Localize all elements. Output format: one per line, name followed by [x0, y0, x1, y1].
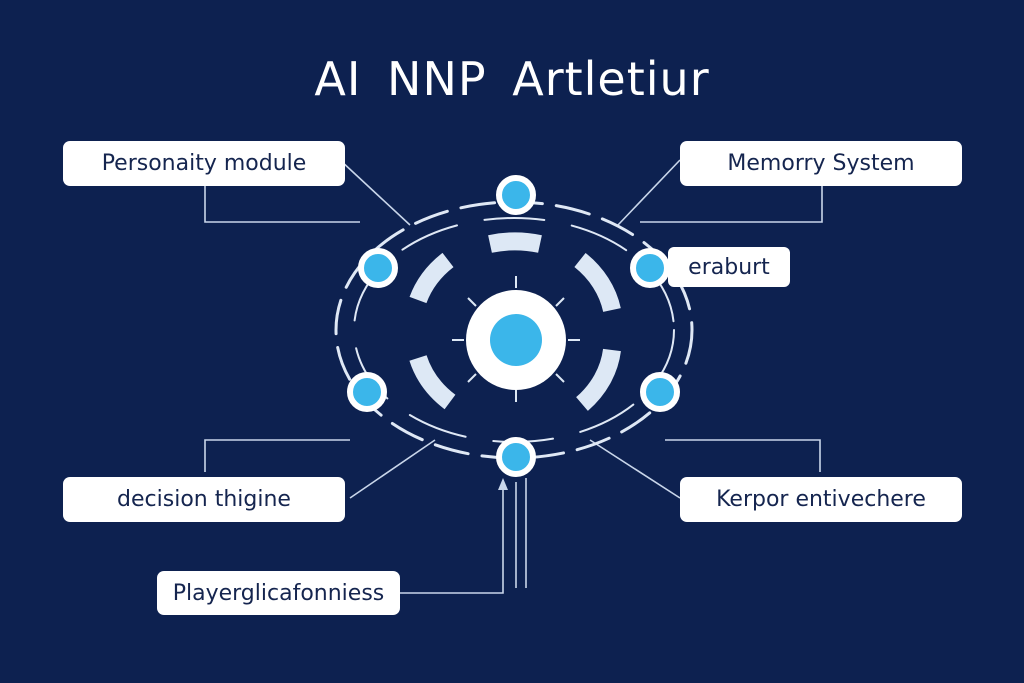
label-player: Playerglicafonniess: [157, 571, 400, 615]
node-top: [496, 175, 536, 215]
node-right-upper: [630, 248, 670, 288]
connector-personality: [204, 185, 360, 223]
radial-ticks: [452, 276, 580, 402]
label-personality-module: Personaity module: [63, 141, 345, 186]
nodes: [347, 175, 680, 477]
label-decision-engine: decision thigine: [63, 477, 345, 522]
diagram-title: AI NNP Artletiur: [314, 52, 710, 106]
tick-tl: [467, 297, 477, 307]
ring-segment-top: [488, 232, 542, 253]
connector-kerpor-diag: [589, 439, 681, 499]
arrow-head: [498, 478, 508, 490]
ring-segment-left-top: [409, 252, 454, 304]
node-left-upper: [358, 248, 398, 288]
center-hub-core: [490, 314, 542, 366]
connector-memory-diag: [617, 159, 681, 226]
ring-segment-left-bottom: [409, 354, 456, 410]
connector-decision-diag: [349, 439, 436, 499]
connector-decision: [204, 439, 350, 472]
connector-player: [400, 482, 504, 594]
label-memory-system: Memorry System: [680, 141, 962, 186]
label-kerpor: Kerpor entivechere: [680, 477, 962, 522]
node-left-lower: [347, 372, 387, 412]
tick-br: [555, 373, 565, 383]
ring-segment-right-bottom: [575, 348, 621, 411]
ring-segments: [409, 232, 621, 411]
connector-personality-diag: [339, 159, 411, 226]
tick-tr: [555, 297, 565, 307]
ring-segment-right-top: [574, 252, 621, 313]
connector-lines: [204, 159, 823, 594]
node-bottom: [496, 437, 536, 477]
connector-kerpor: [665, 439, 821, 472]
node-right-lower: [640, 372, 680, 412]
connector-memory: [640, 185, 823, 223]
label-eraburt: eraburt: [668, 247, 790, 287]
tick-bl: [467, 373, 477, 383]
